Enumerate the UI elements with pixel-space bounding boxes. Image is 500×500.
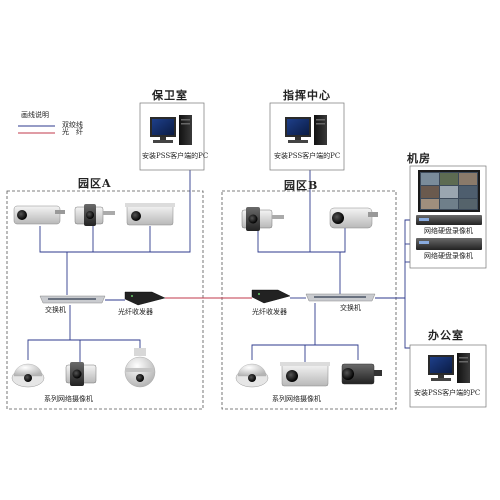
zone-b-border bbox=[221, 190, 397, 410]
box-camera-icon-b1 bbox=[241, 207, 284, 231]
legend-twisted-pair-label: 双绞线 bbox=[62, 121, 83, 129]
bullet-camera-icon-a1 bbox=[13, 205, 65, 225]
box-camera-icon-b5 bbox=[341, 363, 382, 385]
monitor-wall-icon bbox=[418, 170, 480, 212]
nvr-icon-2 bbox=[416, 238, 482, 250]
office-caption: 安装PSS客户端的PC bbox=[414, 389, 481, 397]
box-camera-icon-a2 bbox=[74, 204, 115, 226]
command-center-title: 指挥中心 bbox=[283, 89, 331, 102]
zone-b-transceiver-label: 光纤收发器 bbox=[252, 308, 287, 316]
security-room-title: 保卫室 bbox=[152, 89, 188, 102]
zone-b-title: 园区B bbox=[284, 179, 319, 192]
box-camera-icon-a5 bbox=[65, 362, 97, 386]
legend-fiber-label: 光 纤 bbox=[62, 128, 83, 136]
nvr-label-2: 网络硬盘录像机 bbox=[424, 252, 473, 260]
dome-camera-icon-b3 bbox=[235, 363, 269, 388]
link-zone-b-machine-room bbox=[375, 219, 414, 299]
bullet-camera-icon-a3 bbox=[125, 203, 175, 226]
switch-icon-zone-a bbox=[39, 295, 106, 304]
nvr-icon-1 bbox=[416, 215, 482, 225]
zone-b-cameras-label: 系列网络摄像机 bbox=[272, 395, 321, 403]
zone-a-cameras-label: 系列网络摄像机 bbox=[44, 395, 93, 403]
machine-room-title: 机房 bbox=[407, 152, 431, 165]
zone-b-switch-label: 交换机 bbox=[340, 304, 361, 312]
link-zone-a-cameras-switch bbox=[39, 226, 151, 253]
pc-icon-office bbox=[428, 353, 470, 383]
link-zone-a-bottom-cameras bbox=[27, 339, 141, 360]
office-title: 办公室 bbox=[428, 329, 464, 342]
legend-title: 画线说明 bbox=[21, 111, 49, 119]
pc-icon-security-room bbox=[150, 115, 192, 145]
speed-dome-camera-icon-a6 bbox=[124, 348, 156, 388]
link-zone-a-security-room bbox=[150, 170, 191, 253]
zone-a-title: 园区A bbox=[78, 177, 112, 190]
security-room-caption: 安装PSS客户端的PC bbox=[142, 152, 209, 160]
transceiver-icon-zone-b bbox=[251, 289, 291, 304]
zone-a-transceiver-label: 光纤收发器 bbox=[118, 308, 153, 316]
bullet-camera-icon-b2 bbox=[329, 207, 378, 229]
link-zone-b-cameras bbox=[257, 228, 346, 253]
command-center-caption: 安装PSS客户端的PC bbox=[274, 152, 341, 160]
dome-camera-icon-a4 bbox=[11, 363, 45, 388]
zone-a-switch-label: 交换机 bbox=[45, 306, 66, 314]
pc-icon-command-center bbox=[285, 115, 327, 145]
office-box bbox=[409, 344, 487, 408]
transceiver-icon-zone-a bbox=[124, 291, 166, 306]
link-zone-b-office bbox=[404, 298, 414, 349]
bullet-camera-icon-b4 bbox=[280, 362, 330, 387]
switch-icon-zone-b bbox=[305, 293, 376, 302]
zone-a-border bbox=[6, 190, 204, 410]
nvr-label-1: 网络硬盘录像机 bbox=[424, 227, 473, 235]
